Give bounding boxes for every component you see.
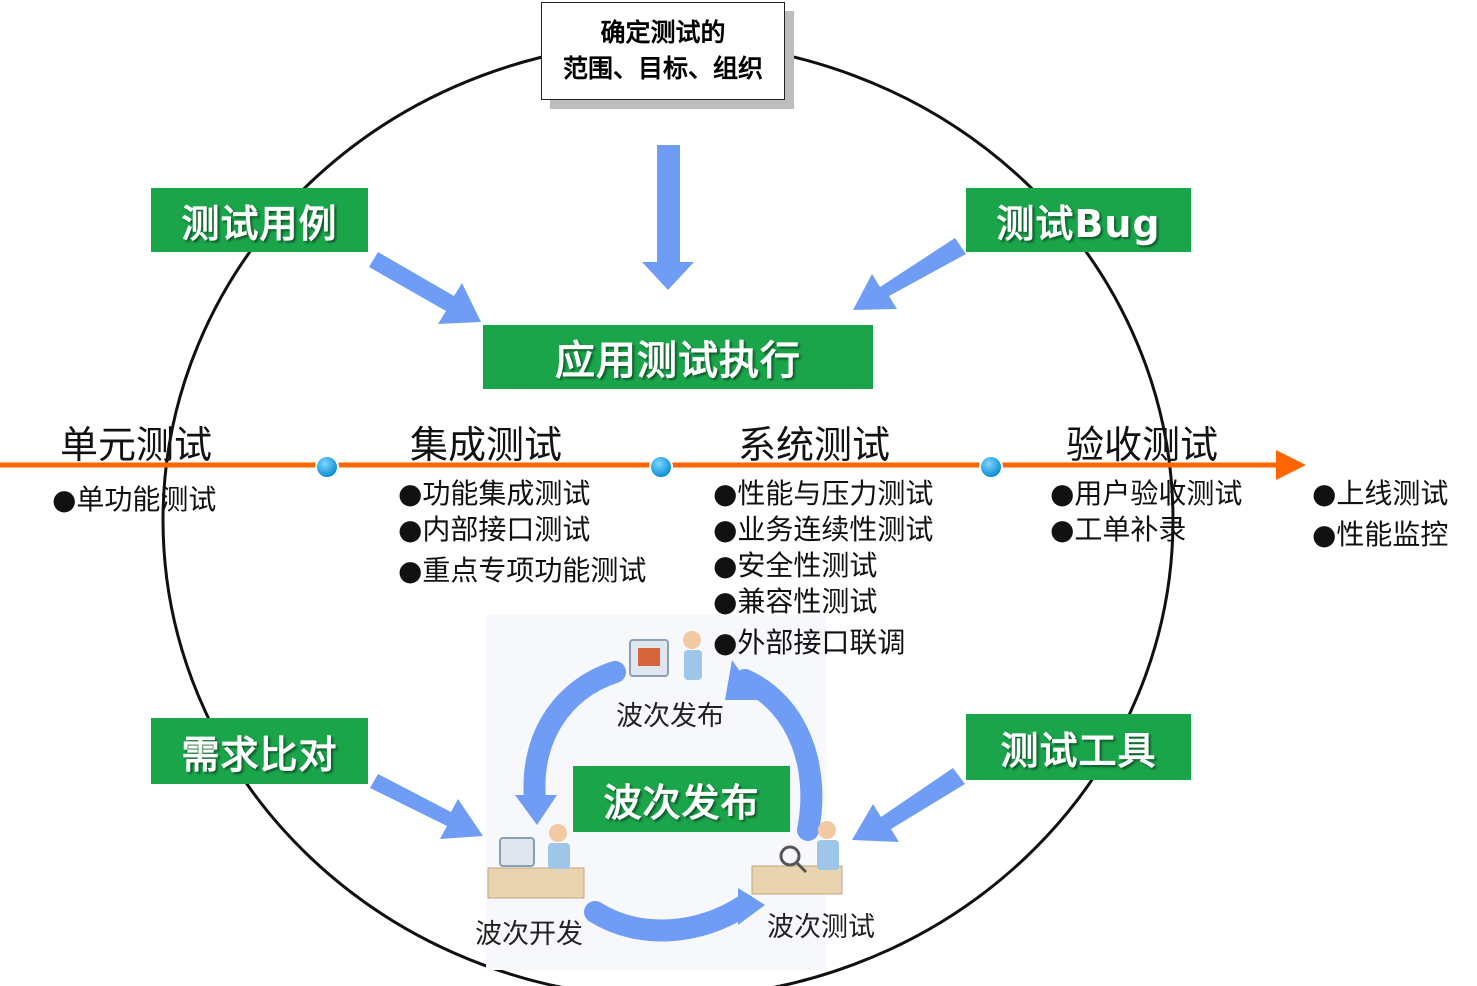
phase-integration-title: 集成测试	[410, 423, 563, 467]
cycle-label-test: 波次测试	[767, 912, 875, 943]
cycle-arrow-bottom	[584, 894, 756, 942]
figure-release	[629, 631, 702, 680]
test-tools-box: 测试工具	[966, 714, 1191, 780]
figure-test	[751, 821, 843, 895]
wave-release-box: 波次发布	[573, 766, 790, 832]
cycle-label-release: 波次发布	[616, 701, 724, 732]
arrow-bottom-right	[852, 768, 965, 842]
arrow-bottom-left	[370, 774, 483, 839]
cycle-arrow-left	[523, 661, 626, 811]
list-item: ●内部接口测试	[398, 513, 591, 546]
list-item: ●重点专项功能测试	[398, 554, 647, 587]
list-item: ●安全性测试	[713, 549, 878, 582]
scope-line-1: 确定测试的	[600, 18, 726, 47]
list-item: ●性能与压力测试	[713, 477, 934, 510]
cycle-arrowhead-bottom	[738, 888, 765, 925]
arrow-top-left	[369, 252, 481, 324]
test-bug-box: 测试Bug	[966, 188, 1191, 252]
phase-acceptance-list: ●用户验收测试 ●工单补录	[1050, 476, 1242, 548]
arrow-down	[642, 145, 694, 290]
list-item: ●性能监控	[1312, 518, 1449, 551]
list-item: ●业务连续性测试	[713, 513, 934, 546]
list-item: ●兼容性测试	[713, 585, 878, 618]
scope-box: 确定测试的 范围、目标、组织	[541, 2, 785, 100]
timeline-node	[979, 455, 1003, 479]
phase-unit-list: ●单功能测试	[52, 482, 216, 518]
timeline-node	[315, 455, 339, 479]
list-item: ●用户验收测试	[1050, 477, 1243, 510]
timeline-node	[649, 455, 673, 479]
list-item: ●单功能测试	[52, 483, 217, 516]
list-item: ●上线测试	[1312, 477, 1449, 510]
post-release-list: ●上线测试 ●性能监控	[1312, 476, 1448, 553]
cycle-arrowhead-right	[725, 660, 760, 700]
test-cases-box: 测试用例	[151, 188, 368, 252]
arrow-top-right	[853, 238, 966, 310]
phase-system-list: ●性能与压力测试 ●业务连续性测试 ●安全性测试 ●兼容性测试 ●外部接口联调	[713, 476, 933, 661]
cycle-arrow-right	[734, 669, 823, 841]
requirement-compare-box: 需求比对	[151, 718, 368, 784]
cycle-arrowhead-left	[515, 795, 557, 825]
cycle-label-develop: 波次开发	[475, 919, 583, 950]
list-item: ●功能集成测试	[398, 477, 591, 510]
phase-unit-title: 单元测试	[60, 423, 213, 467]
phase-acceptance-title: 验收测试	[1066, 423, 1219, 467]
phase-integration-list: ●功能集成测试 ●内部接口测试 ●重点专项功能测试	[398, 476, 646, 589]
scope-line-2: 范围、目标、组织	[562, 54, 763, 83]
test-execution-box: 应用测试执行	[483, 325, 873, 389]
phase-system-title: 系统测试	[738, 423, 891, 467]
figure-develop	[487, 824, 585, 899]
list-item: ●工单补录	[1050, 513, 1187, 546]
list-item: ●外部接口联调	[713, 626, 906, 659]
